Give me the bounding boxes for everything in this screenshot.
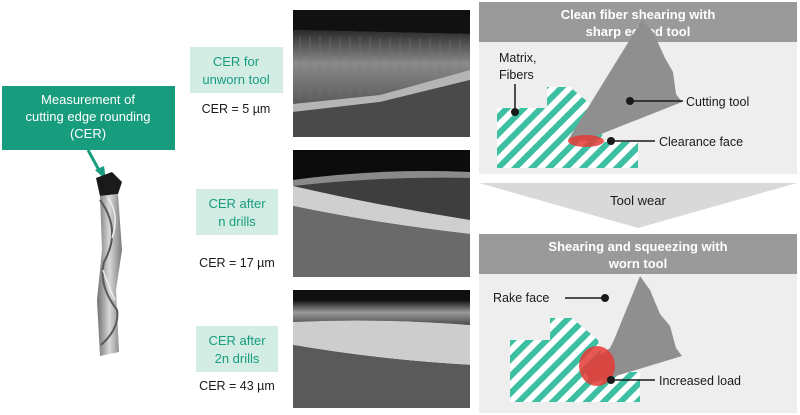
measurement-label-box xyxy=(2,86,175,150)
panel-worn-tool: Shearing and squeezing with worn tool Ra… xyxy=(479,234,797,413)
micrograph-unworn xyxy=(293,10,470,137)
matrix-fibers-label-line-2: Fibers xyxy=(499,68,534,82)
sample-n-drills: CER after n drills CER = 17 µm xyxy=(196,189,278,270)
sample-label-line-2: unworn tool xyxy=(202,72,269,87)
sample-unworn: CER for unworn tool CER = 5 µm xyxy=(190,47,283,116)
sample-label-line-2: 2n drills xyxy=(215,351,260,366)
clearance-face-highlight xyxy=(568,135,604,147)
pointer-arrow-line xyxy=(86,149,102,173)
sample-label-box xyxy=(196,189,278,235)
clearance-face-label: Clearance face xyxy=(659,135,743,149)
sample-label-line-1: CER after xyxy=(208,196,266,211)
tool-wear-label: Tool wear xyxy=(610,193,666,208)
measurement-label-group: Measurement of cutting edge rounding (CE… xyxy=(2,86,175,180)
panel-title-line-2: worn tool xyxy=(608,256,668,271)
sample-2n-drills: CER after 2n drills CER = 43 µm xyxy=(196,326,278,393)
increased-load-label: Increased load xyxy=(659,374,741,388)
micrograph-2n-drills xyxy=(293,290,470,408)
panel-title-line-1: Clean fiber shearing with xyxy=(561,7,716,22)
cutting-tool-shape xyxy=(568,20,682,141)
sample-cer-value: CER = 43 µm xyxy=(199,379,275,393)
sample-label-line-1: CER after xyxy=(208,333,266,348)
sample-label-line-1: CER for xyxy=(213,54,260,69)
sample-label-line-2: n drills xyxy=(218,214,256,229)
matrix-fibers-label-line-1: Matrix, xyxy=(499,51,537,65)
sample-cer-value: CER = 17 µm xyxy=(199,256,275,270)
sample-label-box xyxy=(196,326,278,372)
measurement-title-line-2: cutting edge rounding xyxy=(25,109,150,124)
panel-title-bar xyxy=(479,234,797,274)
micrograph-n-drills xyxy=(293,150,470,277)
sample-label-box xyxy=(190,47,283,93)
tool-wear-arrow-shape xyxy=(479,183,797,228)
sample-cer-value: CER = 5 µm xyxy=(202,102,271,116)
increased-load-highlight xyxy=(579,346,615,386)
tool-wear-arrow: Tool wear xyxy=(479,183,797,228)
matrix-leader-dot xyxy=(511,108,519,116)
drill-image xyxy=(96,172,122,356)
panel-sharp-tool: Clean fiber shearing with sharp edged to… xyxy=(479,2,797,174)
measurement-title-line-3: (CER) xyxy=(70,126,106,141)
rake-face-label: Rake face xyxy=(493,291,549,305)
rake-face-leader-dot xyxy=(601,294,609,302)
workpiece-matrix-fibers xyxy=(497,87,638,168)
measurement-title-line-1: Measurement of xyxy=(41,92,135,107)
cutting-tool-label: Cutting tool xyxy=(686,95,749,109)
panel-title-line-1: Shearing and squeezing with xyxy=(548,239,727,254)
